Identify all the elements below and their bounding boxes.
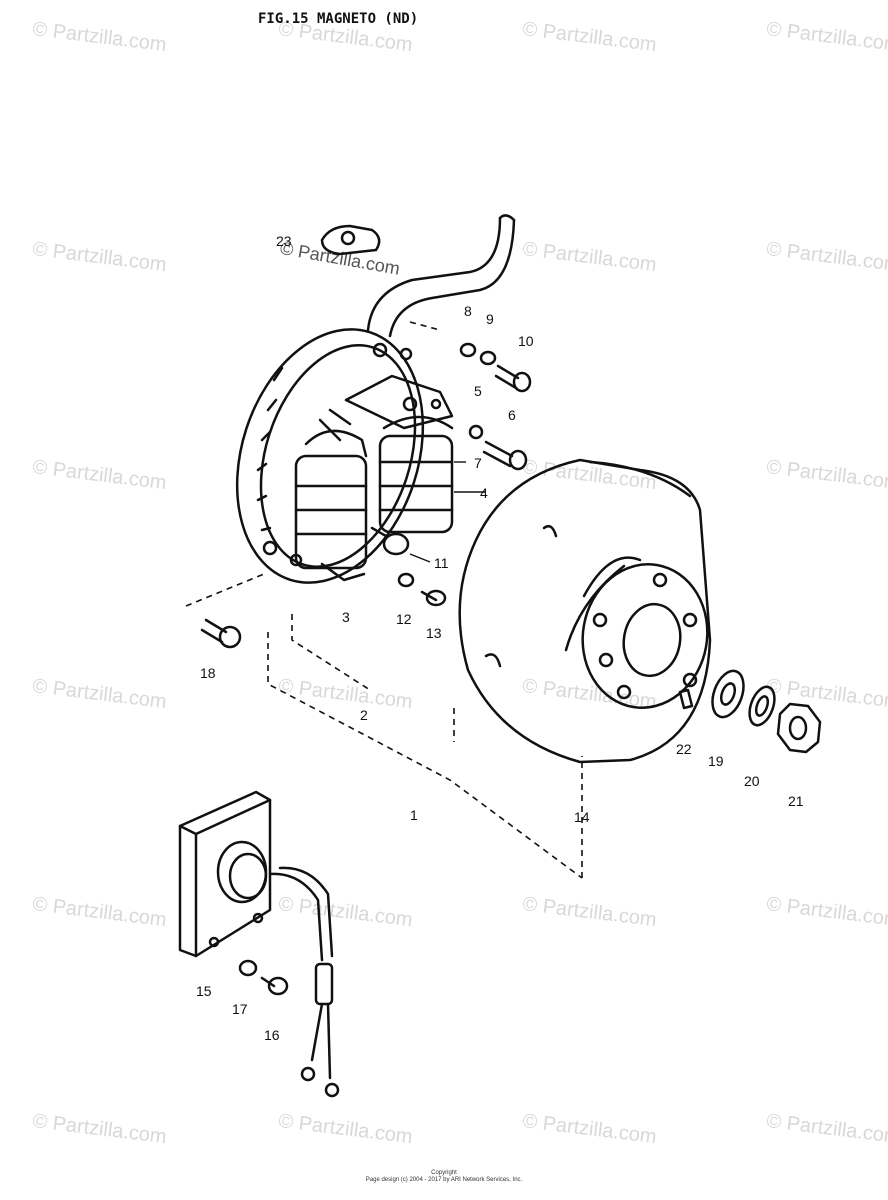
condenser bbox=[382, 532, 410, 556]
flywheel-rotor bbox=[458, 458, 712, 764]
flywheel-hub bbox=[581, 563, 709, 709]
footer-copyright: Copyright bbox=[431, 1170, 457, 1176]
washer-19 bbox=[711, 669, 745, 719]
callout-1: 1 bbox=[410, 807, 418, 823]
callout-19: 19 bbox=[708, 753, 724, 769]
regulator-bracket bbox=[178, 790, 272, 958]
stator-plate bbox=[235, 328, 425, 584]
wire-tube bbox=[388, 218, 516, 338]
screw-6 bbox=[482, 440, 514, 468]
callout-14: 14 bbox=[574, 809, 590, 825]
callout-6: 6 bbox=[508, 407, 516, 423]
coil-right bbox=[378, 434, 454, 534]
coil-left bbox=[294, 454, 368, 570]
callout-2: 2 bbox=[360, 707, 368, 723]
clip-hole bbox=[340, 230, 356, 246]
callout-12: 12 bbox=[396, 611, 412, 627]
clip-part bbox=[320, 224, 381, 256]
contact-breaker bbox=[344, 374, 454, 430]
callout-15: 15 bbox=[196, 983, 212, 999]
callout-23: 23 bbox=[276, 233, 292, 249]
callout-17: 17 bbox=[232, 1001, 248, 1017]
washer-20 bbox=[748, 685, 776, 727]
callout-5: 5 bbox=[474, 383, 482, 399]
figure-title: FIG.15 MAGNETO (ND) bbox=[258, 11, 419, 27]
nut-21 bbox=[776, 702, 822, 754]
callout-20: 20 bbox=[744, 773, 760, 789]
callout-7: 7 bbox=[474, 455, 482, 471]
footer-page-design: Page design (c) 2004 - 2017 by ARI Netwo… bbox=[365, 1177, 523, 1183]
callout-9: 9 bbox=[486, 311, 494, 327]
callout-4: 4 bbox=[480, 485, 488, 501]
callout-21: 21 bbox=[788, 793, 804, 809]
regulator-lead bbox=[268, 872, 324, 962]
callout-3: 3 bbox=[342, 609, 350, 625]
callout-18: 18 bbox=[200, 665, 216, 681]
callout-11: 11 bbox=[434, 555, 449, 571]
wire-tube bbox=[366, 216, 502, 332]
callout-22: 22 bbox=[676, 741, 692, 757]
key-22 bbox=[678, 688, 694, 710]
callout-16: 16 bbox=[264, 1027, 280, 1043]
callout-10: 10 bbox=[518, 333, 534, 349]
callout-13: 13 bbox=[426, 625, 442, 641]
callout-8: 8 bbox=[464, 303, 472, 319]
